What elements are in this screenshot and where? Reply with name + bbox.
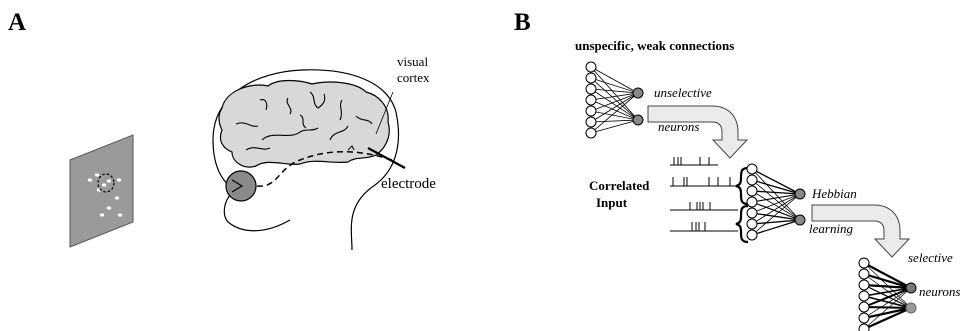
network-hebbian (747, 164, 805, 240)
label-correlated: Correlated (589, 178, 650, 193)
label-header: unspecific, weak connections (575, 38, 734, 53)
label-visual: visual (397, 54, 428, 69)
electrode (368, 148, 405, 168)
network-unselective (586, 62, 643, 138)
panel-a-letter: A (8, 9, 26, 36)
label-neurons-2: neurons (919, 284, 960, 299)
label-input-text: Input (596, 195, 628, 210)
spike-trains (670, 157, 738, 231)
label-unselective: unselective (654, 85, 712, 100)
label-cortex: cortex (397, 70, 430, 85)
label-learning: learning (809, 221, 854, 236)
stimulus-screen (70, 135, 133, 247)
label-electrode: electrode (381, 176, 436, 192)
eye (226, 171, 256, 201)
panel-b-letter: B (514, 9, 531, 36)
label-hebbian: Hebbian (811, 186, 857, 201)
label-selective: selective (908, 250, 953, 265)
network-selective (859, 258, 916, 331)
